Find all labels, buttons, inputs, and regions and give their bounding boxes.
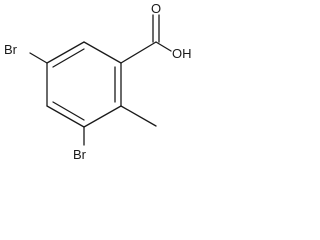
bond-methyl <box>120 105 157 127</box>
atom-label-hydroxyl: OH <box>172 46 192 61</box>
ring-bond-c3-c4 <box>46 105 85 128</box>
ring-bond-c2-c3 <box>83 105 122 128</box>
atom-label-br-bottom: Br <box>73 147 87 162</box>
ring-bond-c5-c6 <box>46 41 85 64</box>
chemical-structure: Br Br O OH <box>4 1 192 162</box>
bond-carboxyl-to-hydroxyl <box>155 41 172 52</box>
bond-ring-to-carboxyl-carbon <box>120 41 157 64</box>
ring-double-bond-inner-c5-c6 <box>52 48 85 68</box>
ring-double-bond-inner-c3-c4 <box>52 101 85 121</box>
atom-label-oxygen: O <box>151 1 161 16</box>
bond-to-br-top <box>29 52 48 64</box>
atom-label-br-top: Br <box>4 42 18 57</box>
ring-bond-c6-c1 <box>83 41 122 64</box>
